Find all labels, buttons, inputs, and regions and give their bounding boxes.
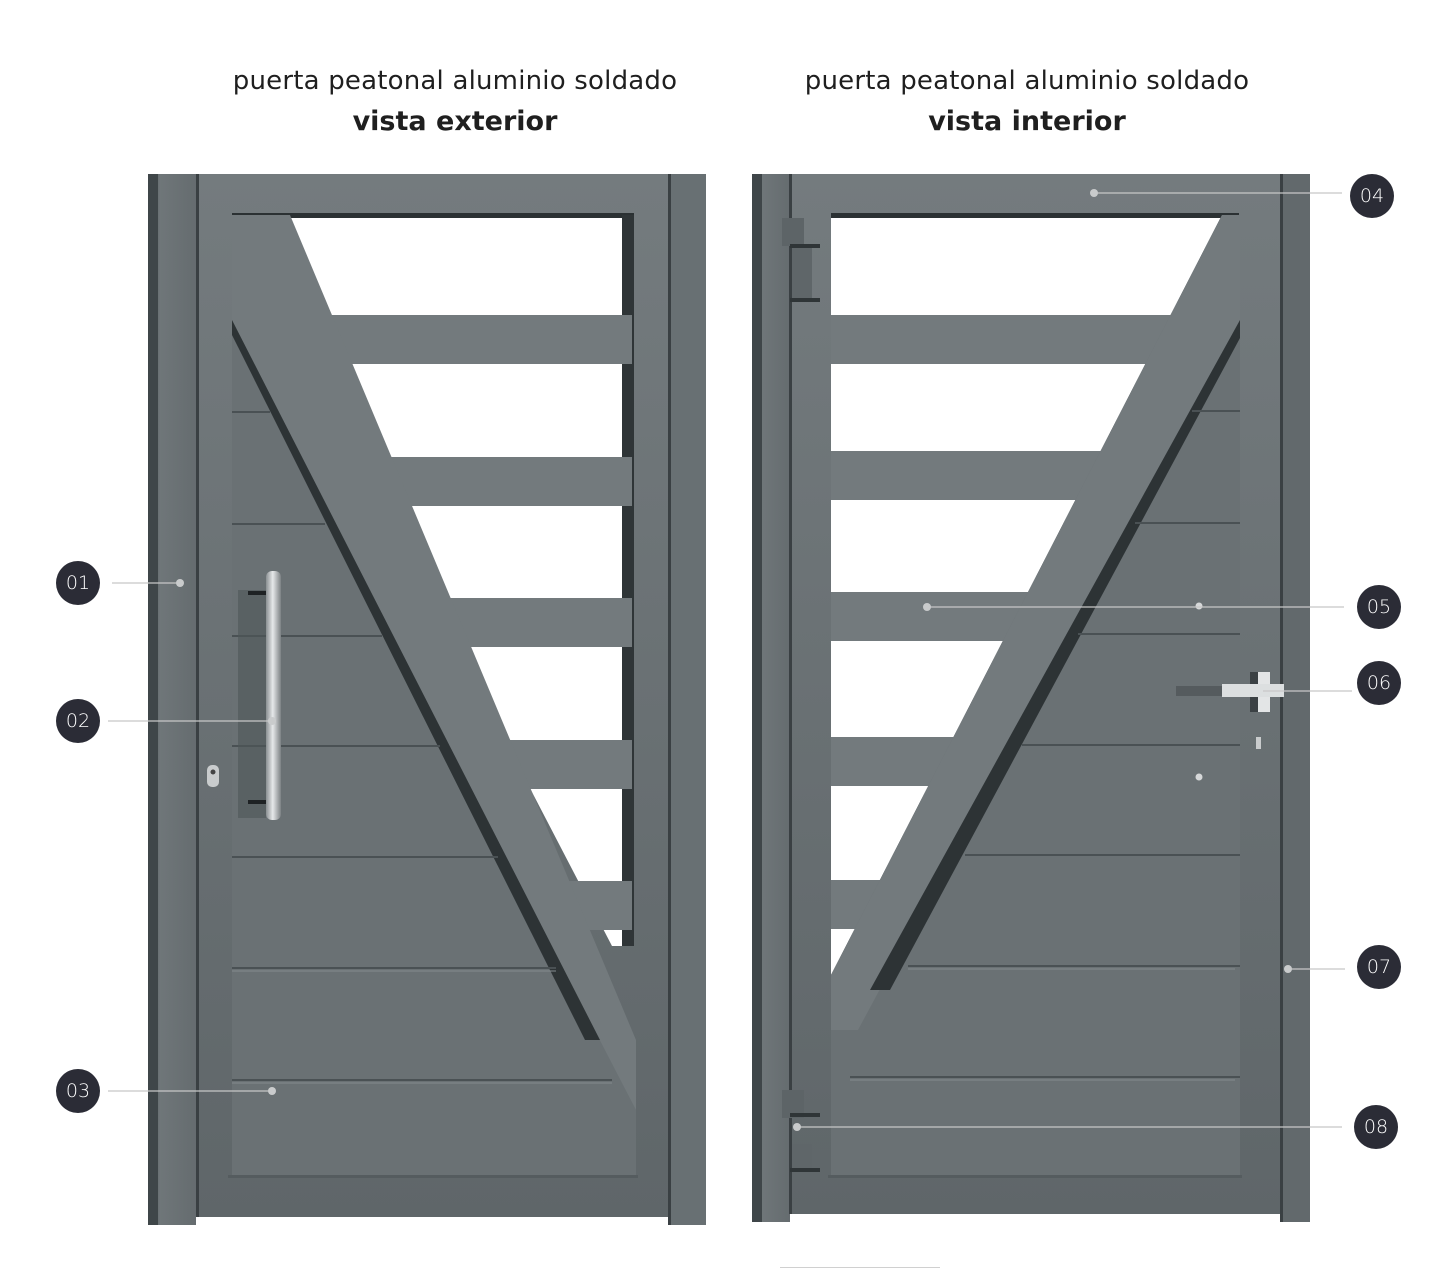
hinge-top bbox=[782, 218, 820, 302]
exterior-view-heading: puerta peatonal aluminio soldado vista e… bbox=[195, 64, 715, 146]
callout-badge-04[interactable]: 04 bbox=[1350, 174, 1394, 218]
callout-badge-03[interactable]: 03 bbox=[56, 1069, 100, 1113]
interior-right-post bbox=[1282, 174, 1310, 1222]
interior-door bbox=[752, 174, 1310, 1222]
callout-badge-01[interactable]: 01 bbox=[56, 561, 100, 605]
callout-badge-08[interactable]: 08 bbox=[1354, 1105, 1398, 1149]
exterior-title: vista exterior bbox=[352, 106, 558, 137]
exterior-subtitle: puerta peatonal aluminio soldado bbox=[232, 66, 678, 96]
hinge-bottom bbox=[782, 1090, 820, 1172]
exterior-pull-handle bbox=[238, 571, 281, 820]
bottom-divider bbox=[780, 1267, 940, 1268]
exterior-door bbox=[148, 174, 706, 1225]
interior-title: vista interior bbox=[928, 106, 1126, 137]
interior-lever-handle bbox=[1176, 672, 1284, 712]
exterior-diagonal-bar bbox=[232, 215, 636, 1110]
interior-view-heading: puerta peatonal aluminio soldado vista i… bbox=[767, 64, 1287, 146]
callout-badge-02[interactable]: 02 bbox=[56, 699, 100, 743]
interior-subtitle: puerta peatonal aluminio soldado bbox=[804, 66, 1250, 96]
exterior-right-post bbox=[670, 174, 706, 1225]
interior-diagonal-bar bbox=[831, 215, 1240, 1030]
callout-badge-05[interactable]: 05 bbox=[1357, 585, 1401, 629]
callout-badge-07[interactable]: 07 bbox=[1357, 945, 1401, 989]
callout-badge-06[interactable]: 06 bbox=[1357, 661, 1401, 705]
callout-leaders bbox=[108, 189, 1352, 1131]
exterior-keyhole-icon bbox=[207, 765, 219, 787]
